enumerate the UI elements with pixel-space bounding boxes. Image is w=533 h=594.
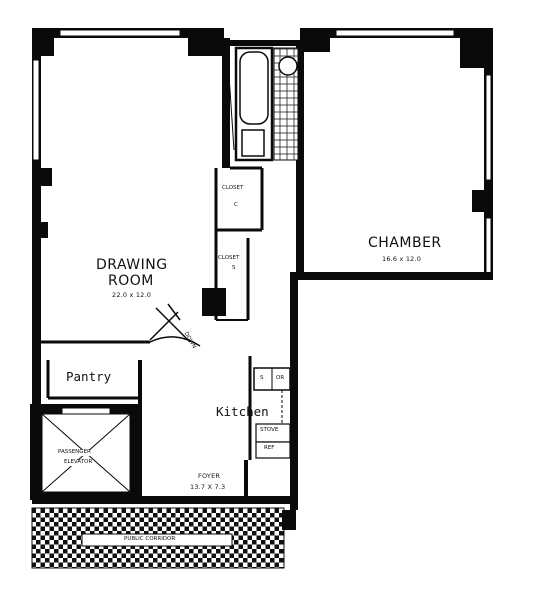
range-label: OR <box>276 375 285 381</box>
closet-lower-label: CLOSET <box>218 255 240 261</box>
drawing-room-label-line1: DRAWING <box>96 257 168 273</box>
closet-lower-mark: S <box>232 265 236 271</box>
sink-label: S <box>260 375 264 381</box>
foyer-label: FOYER <box>198 472 221 480</box>
closet-upper-label: CLOSET <box>222 185 244 191</box>
pantry-label: Pantry <box>66 369 112 384</box>
exterior-walls <box>32 28 493 510</box>
chamber-label: CHAMBER <box>368 235 442 251</box>
ref-label: REF <box>264 445 275 451</box>
stove-label: STOVE <box>260 427 279 433</box>
kitchen-label: Kitchen <box>216 404 269 419</box>
foyer-dims: 13.7 X 7.3 <box>190 483 226 491</box>
chamber-dims: 16.6 x 12.0 <box>382 255 422 263</box>
bathroom <box>227 46 299 162</box>
public-corridor-label: PUBLIC CORRIDOR <box>124 536 176 542</box>
kitchen-fixtures <box>253 367 291 459</box>
closet-upper-mark: C <box>234 202 238 208</box>
drawing-room-door <box>149 303 201 347</box>
drawing-room-label-line2: ROOM <box>108 273 154 289</box>
elevator-label-line1: PASSENGER <box>58 449 91 456</box>
interior-walls <box>41 166 264 500</box>
drawing-room-dims: 22.0 x 12.0 <box>112 291 152 299</box>
elevator-label-line2: ELEVATOR <box>64 459 93 466</box>
public-corridor <box>31 507 296 569</box>
